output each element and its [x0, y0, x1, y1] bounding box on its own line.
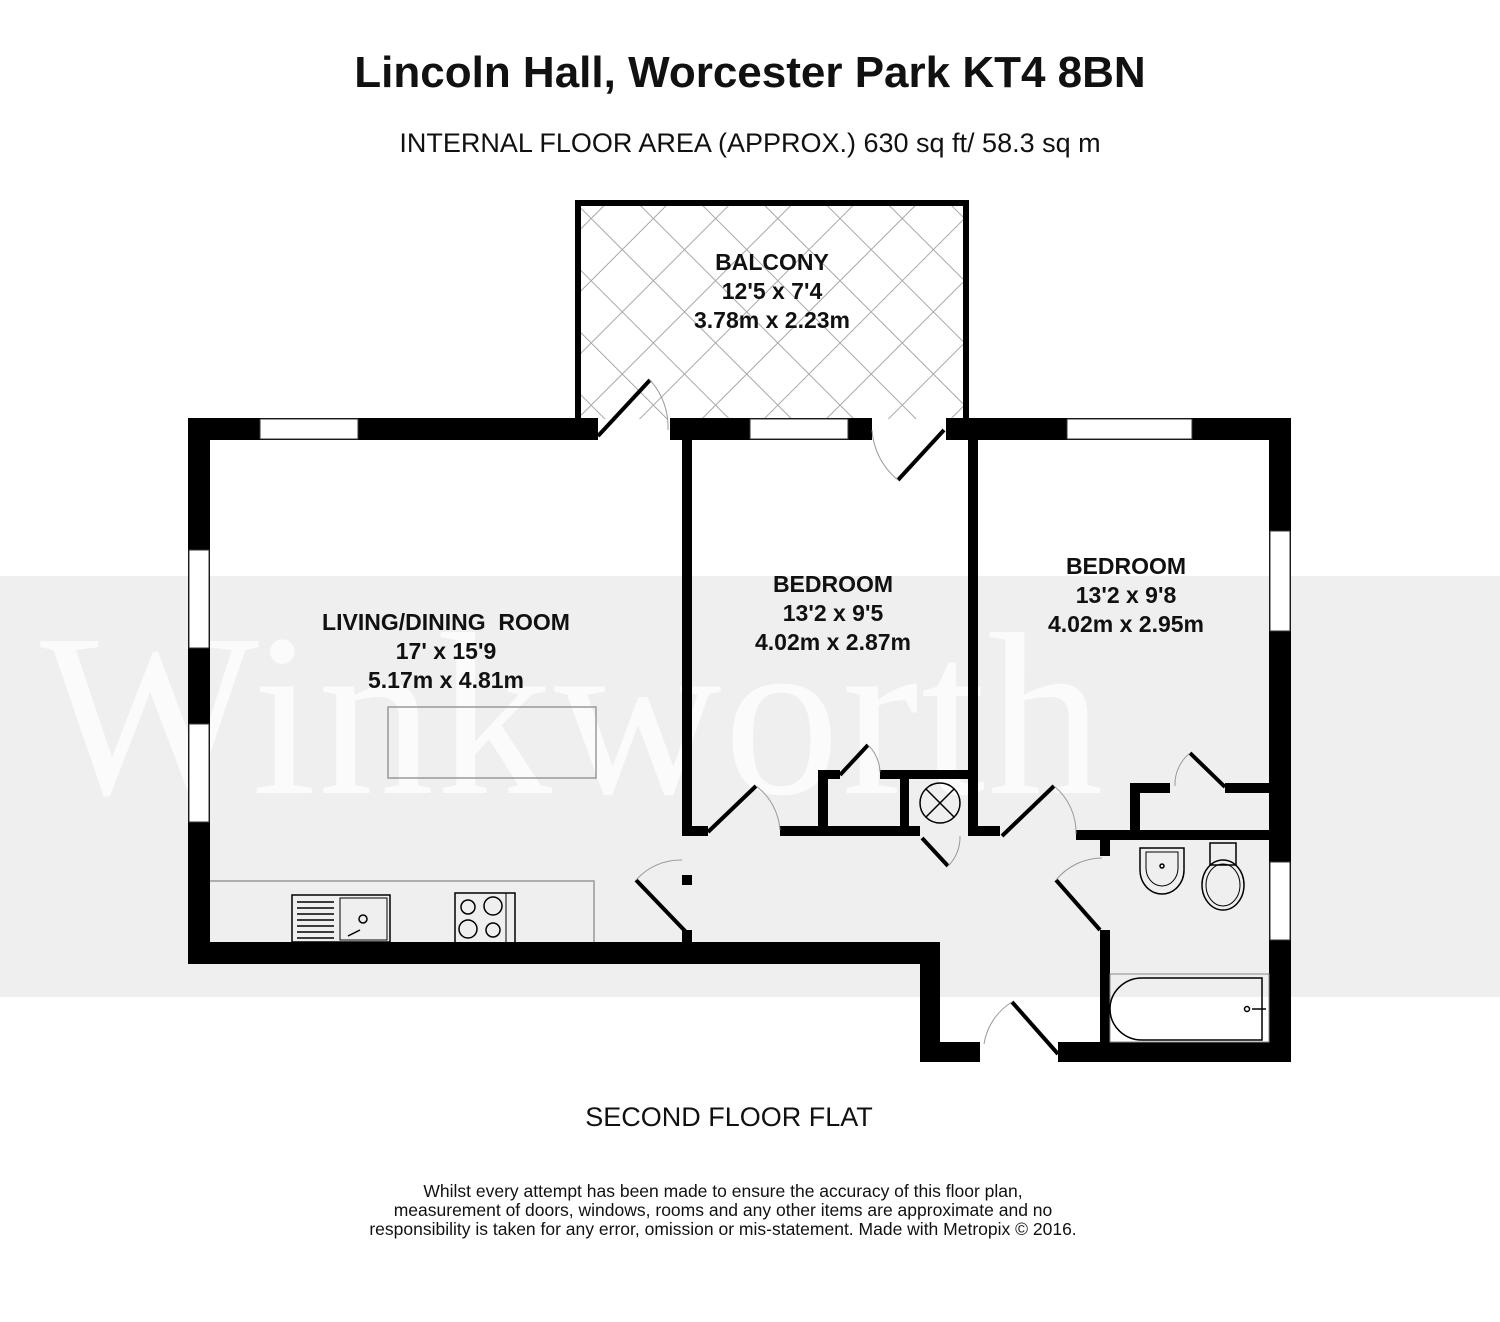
- room-label-bedroom-2: BEDROOM 13'2 x 9'8 4.02m x 2.95m: [1047, 553, 1204, 637]
- boiler-icon: [919, 782, 961, 824]
- bath-icon: [1109, 973, 1270, 1043]
- toilet-icon: [1201, 842, 1245, 911]
- wash-basin-icon: [1139, 847, 1185, 895]
- room-label-living: LIVING/DINING ROOM 17' x 15'9 5.17m x 4.…: [322, 609, 570, 693]
- watermark-text: Winkworth: [40, 587, 1106, 844]
- room-label-bedroom-1: BEDROOM 13'2 x 9'5 4.02m x 2.87m: [754, 571, 911, 655]
- room-label-balcony: BALCONY 12'5 x 7'4 3.78m x 2.23m: [693, 249, 850, 333]
- dining-table: [387, 706, 597, 779]
- doors: [596, 378, 1227, 1056]
- disclaimer: Whilst every attempt has been made to en…: [369, 1181, 1077, 1239]
- balcony: [575, 200, 969, 419]
- kitchen-sink-icon: [291, 894, 391, 943]
- property-title: Lincoln Hall, Worcester Park KT4 8BN: [354, 48, 1146, 97]
- windows: [188, 418, 1291, 941]
- kitchen-worktop: [210, 880, 595, 942]
- walls: [188, 418, 1291, 1062]
- floor-area-subtitle: INTERNAL FLOOR AREA (APPROX.) 630 sq ft/…: [399, 128, 1101, 158]
- hob-icon: [454, 892, 516, 944]
- floor-name: SECOND FLOOR FLAT: [585, 1102, 873, 1132]
